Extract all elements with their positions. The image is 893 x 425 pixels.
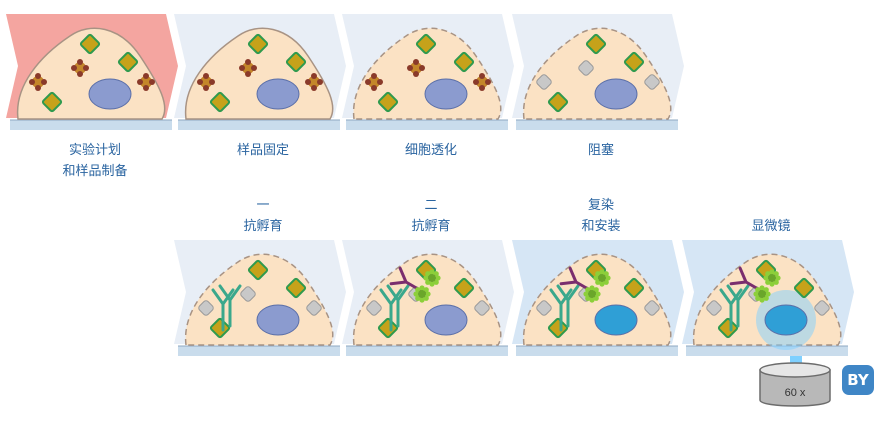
panel-block xyxy=(512,14,684,130)
label-counterstain: 复染和安装 xyxy=(581,198,621,234)
fluorophore xyxy=(583,285,601,303)
antigen-red xyxy=(71,59,89,77)
objective-label: 60 x xyxy=(785,387,806,399)
panel-primary xyxy=(174,240,346,356)
antigen xyxy=(547,317,569,339)
antigen xyxy=(415,33,437,55)
nucleus xyxy=(424,78,468,110)
nucleus xyxy=(594,304,638,336)
antigen xyxy=(793,277,815,299)
nucleus xyxy=(424,304,468,336)
antigen-red xyxy=(305,73,323,91)
antigen xyxy=(623,277,645,299)
blocked-antigen xyxy=(578,60,594,76)
antigen xyxy=(285,277,307,299)
antigen-red xyxy=(29,73,47,91)
logo-badge: BY xyxy=(842,365,874,395)
blocked-antigen xyxy=(706,300,722,316)
antigen xyxy=(547,91,569,113)
antigen xyxy=(247,33,269,55)
label-secondary: 二抗孵育 xyxy=(411,198,451,234)
blocked-antigen xyxy=(306,300,322,316)
blocked-antigen xyxy=(644,74,660,90)
antigen-red xyxy=(137,73,155,91)
antigen xyxy=(209,91,231,113)
antigen xyxy=(585,33,607,55)
antigen xyxy=(117,51,139,73)
fluorophore xyxy=(763,269,781,287)
nucleus xyxy=(88,78,132,110)
nucleus xyxy=(764,304,808,336)
label-microscopy: 显微镜 xyxy=(751,219,791,234)
label-primary: 一抗孵育 xyxy=(243,198,283,234)
antigen xyxy=(377,317,399,339)
fluorophore xyxy=(423,269,441,287)
antigen-red xyxy=(239,59,257,77)
glass-slide xyxy=(10,120,172,130)
primary-antibody xyxy=(719,288,743,332)
primary-antibody xyxy=(549,288,573,332)
antigen xyxy=(285,51,307,73)
label-block: 阻塞 xyxy=(587,143,614,158)
glass-slide xyxy=(516,120,678,130)
primary-antibody xyxy=(379,288,403,332)
antigen xyxy=(717,317,739,339)
blocked-antigen xyxy=(474,300,490,316)
microscope-objective: 60 x xyxy=(759,356,831,407)
fluorophore xyxy=(753,285,771,303)
panel-perm xyxy=(342,14,514,130)
antigen-red xyxy=(197,73,215,91)
nucleus xyxy=(256,304,300,336)
blocked-antigen xyxy=(366,300,382,316)
glass-slide xyxy=(346,120,508,130)
panel-secondary xyxy=(342,240,514,356)
glass-slide xyxy=(178,346,340,356)
panel-fix xyxy=(174,14,346,130)
antigen-red xyxy=(407,59,425,77)
label-fix: 样品固定 xyxy=(236,143,289,158)
antigen xyxy=(623,51,645,73)
antigen xyxy=(41,91,63,113)
nucleus xyxy=(256,78,300,110)
antigen-red xyxy=(473,73,491,91)
glass-slide xyxy=(178,120,340,130)
antigen xyxy=(377,91,399,113)
nucleus xyxy=(594,78,638,110)
antigen xyxy=(209,317,231,339)
blocked-antigen xyxy=(536,74,552,90)
fluorophore xyxy=(413,285,431,303)
panel-plan xyxy=(6,14,178,130)
blocked-antigen xyxy=(536,300,552,316)
blocked-antigen xyxy=(198,300,214,316)
antigen xyxy=(247,259,269,281)
antigen xyxy=(79,33,101,55)
label-perm: 细胞透化 xyxy=(404,143,457,158)
fluorophore xyxy=(593,269,611,287)
antigen xyxy=(453,51,475,73)
glass-slide xyxy=(686,346,848,356)
glass-slide xyxy=(516,346,678,356)
blocked-antigen xyxy=(644,300,660,316)
primary-antibody xyxy=(211,288,235,332)
blocked-antigen xyxy=(240,286,256,302)
glass-slide xyxy=(346,346,508,356)
panel-micro xyxy=(682,240,854,356)
panel-counter xyxy=(512,240,684,356)
label-plan: 实验计划和样品制备 xyxy=(62,143,128,179)
antigen xyxy=(453,277,475,299)
antigen-red xyxy=(365,73,383,91)
blocked-antigen xyxy=(814,300,830,316)
